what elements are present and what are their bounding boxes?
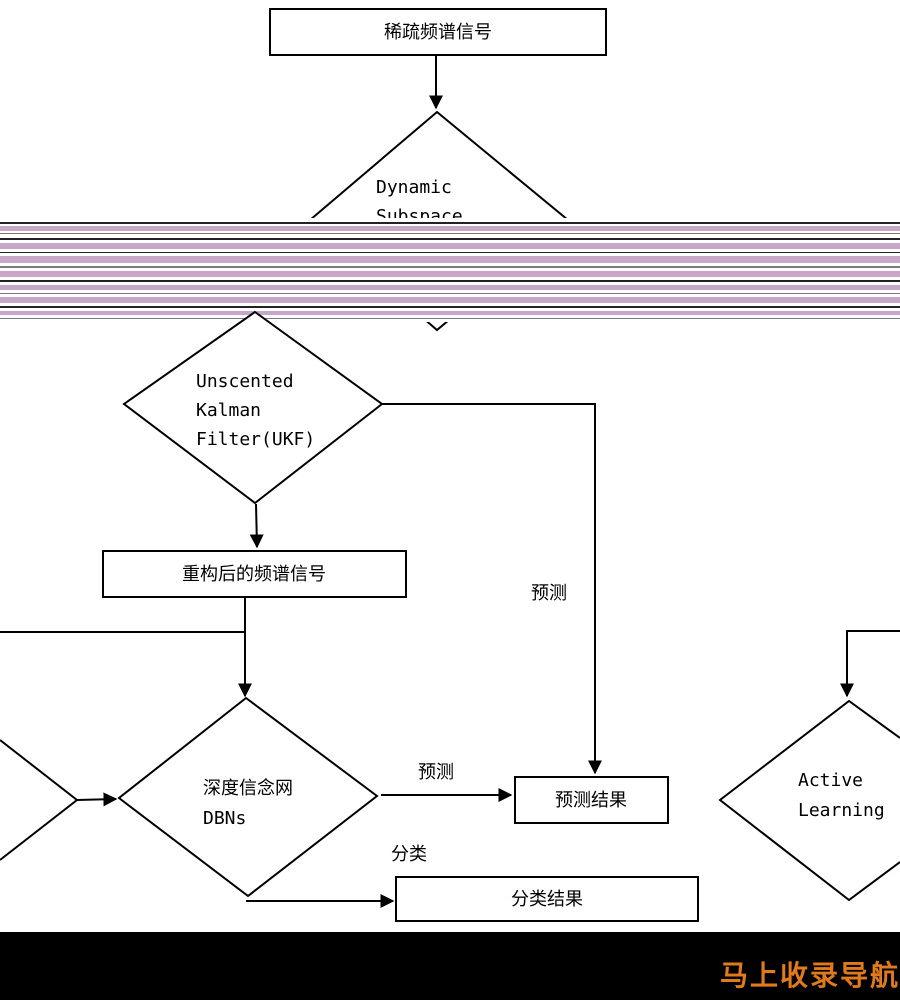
edge-label-classify: 分类 [391,844,427,865]
footer-bar [0,932,900,1000]
arrow-into-active-learning [840,630,900,698]
arrow-left-to-dbns [76,792,118,807]
active-learning-line1: Active [798,770,863,791]
dbns-diamond [117,696,379,898]
sparse-signal-label: 稀疏频谱信号 [384,22,492,43]
edge-label-predict-ukf: 预测 [531,583,567,604]
ukf-line1: Unscented [196,371,294,392]
arrow-ukf-to-prediction [382,403,602,775]
dbns-line1: 深度信念网 [203,777,293,799]
ukf-diamond [122,310,384,505]
prediction-result-box [514,776,669,824]
ukf-line2: Kalman [196,400,261,421]
reconstructed-signal-label: 重构后的频谱信号 [182,564,326,585]
active-learning-line2: Learning [798,800,885,821]
flowchart: 稀疏频谱信号 Dynamic Subspace Unscented Kalman… [0,8,900,922]
dynamic-subspace-line1: Dynamic [376,177,452,198]
watermark-logo: 马上收录导航 [719,959,900,992]
active-learning-diamond [718,699,900,902]
prediction-result-label: 预测结果 [555,790,627,811]
arrow-ukf-to-reconstructed [249,503,264,549]
classification-result-box [395,876,699,922]
ukf-line3: Filter(UKF) [196,429,315,450]
reconstructed-signal-box [102,550,407,598]
edge-label-predict-dbn: 预测 [418,762,454,783]
left-partial-diamond [0,739,79,861]
glitch-band [0,218,900,322]
dbns-line2: DBNs [203,808,246,829]
classification-result-label: 分类结果 [511,889,583,910]
sparse-signal-box [269,8,607,56]
